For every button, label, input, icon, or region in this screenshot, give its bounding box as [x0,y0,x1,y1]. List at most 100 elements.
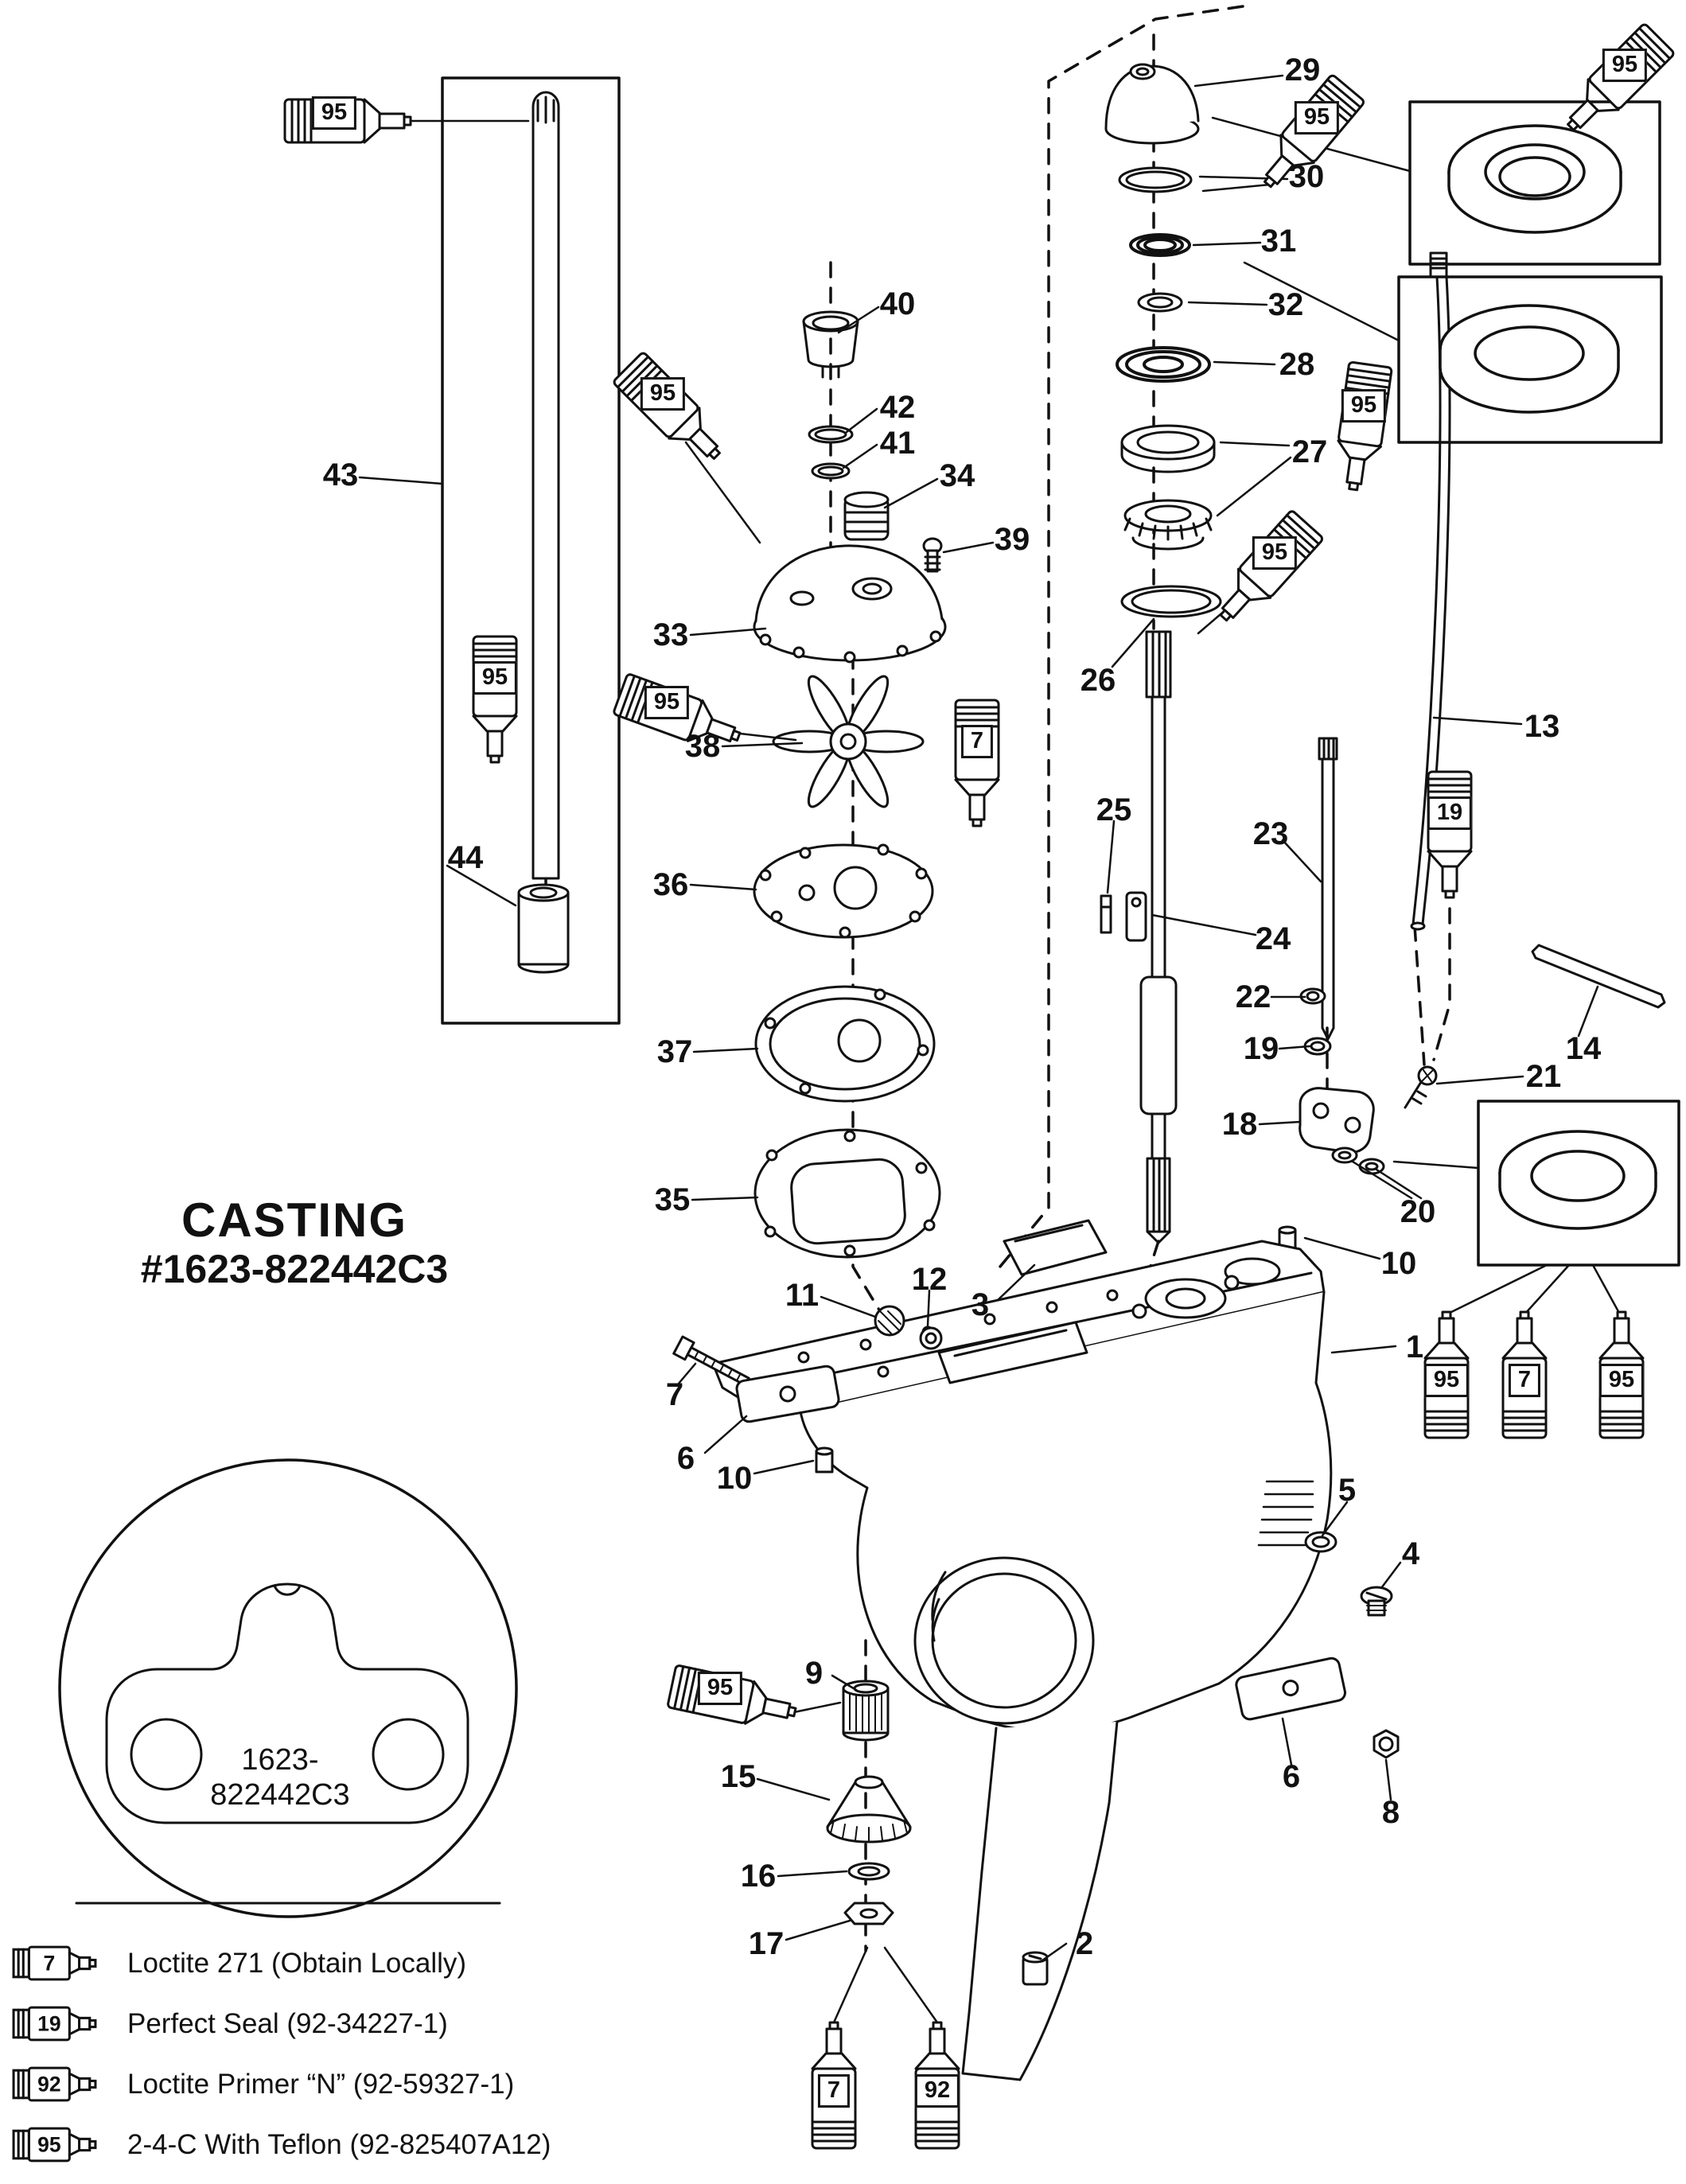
callout-35: 35 [654,1182,691,1217]
svg-text:19: 19 [37,2012,60,2036]
svg-text:7: 7 [44,1952,56,1976]
callout-27: 27 [1291,434,1328,469]
part-15-pinion-gear [826,1775,912,1843]
callout-42: 42 [879,390,916,425]
part-1-gear-housing [711,1240,1333,2081]
tube-label-95: 95 [1602,49,1648,82]
part-42-seal-ring [808,425,854,444]
leader-lines [358,74,1622,2024]
detail-casting-number-line1: 1623- [241,1743,318,1777]
casting-title-line1: CASTING [181,1193,407,1247]
part-17-pinion-nut [843,1902,894,1925]
tube-label-95: 95 [697,1672,743,1705]
callout-25: 25 [1096,792,1132,827]
part-2-plug [1022,1951,1049,1986]
callout-21: 21 [1525,1059,1562,1094]
part-11-plug-screw [874,1305,905,1337]
tube-label-95: 95 [311,96,357,130]
tube-label-92: 92 [914,2074,960,2108]
sealant-tube-icon: 95 [12,2127,97,2163]
legend-label: 2-4-C With Teflon (92-825407A12) [127,2128,551,2160]
water-pump-assembly [753,310,947,1259]
callout-43: 43 [322,457,359,492]
callout-44: 44 [447,840,484,875]
part-40-fitting [802,310,859,379]
part-33-water-pump-cover [753,544,947,664]
tube-label-95: 95 [1598,1364,1645,1397]
callout-30: 30 [1288,159,1325,194]
legend-row-7: 7 Loctite 271 (Obtain Locally) [11,1938,551,1988]
legend-row-92: 92 Loctite Primer “N” (92-59327-1) [11,2059,551,2109]
callout-41: 41 [879,426,916,461]
callout-12: 12 [911,1262,948,1297]
callout-17: 17 [748,1926,785,1961]
callout-19: 19 [1243,1031,1279,1066]
callout-23: 23 [1252,816,1289,851]
part-16-washer [847,1862,890,1881]
callout-4: 4 [1401,1536,1420,1571]
part-26-driveshaft [1139,630,1178,1244]
part-39-screw [922,537,943,573]
callout-32: 32 [1267,287,1304,322]
callout-24: 24 [1255,921,1291,956]
callout-31: 31 [1260,224,1297,259]
casting-title-line2: #1623-822442C3 [140,1247,449,1291]
part-35-gasket [753,1128,941,1259]
part-41-seal-ring [811,462,851,480]
part-9-roller-bearing [842,1680,890,1742]
part-6-anode-left [735,1365,840,1423]
part-14-rod [1531,944,1666,1009]
callout-36: 36 [652,867,689,902]
callout-18: 18 [1221,1107,1258,1142]
callout-20: 20 [1400,1194,1436,1229]
callout-26: 26 [1080,663,1116,698]
part-31-seal [1129,233,1191,257]
svg-text:92: 92 [37,2073,60,2096]
callout-6: 6 [1282,1759,1301,1794]
callout-5: 5 [1338,1473,1357,1508]
tube-label-95: 95 [644,686,690,719]
part-12-washer [919,1326,943,1350]
callout-14: 14 [1565,1031,1602,1066]
tube-label-7: 7 [960,725,994,758]
callout-16: 16 [740,1859,777,1894]
sealant-tube-icon: 7 [12,1945,97,1981]
part-10-dowel-pin-left [815,1446,834,1474]
callout-11: 11 [785,1278,820,1313]
part-18-shift-crank [1299,1087,1375,1154]
callout-34: 34 [939,458,975,493]
legend-row-95: 95 2-4-C With Teflon (92-825407A12) [11,2120,551,2170]
part-8-nut [1373,1729,1400,1759]
part-37-wear-plate [754,985,936,1103]
part-32-ring [1137,292,1183,313]
casting-title: CASTING #1623-822442C3 [84,1195,505,1293]
callout-22: 22 [1235,979,1271,1014]
part-24-shift-cam [1125,891,1147,942]
callout-1: 1 [1405,1329,1424,1365]
callout-28: 28 [1279,347,1315,382]
callout-10: 10 [716,1461,753,1496]
callout-40: 40 [879,286,916,321]
driveshaft-bearing-stack [1100,63,1666,1252]
tube-label-95: 95 [640,377,686,411]
part-23-shift-shaft [1318,737,1338,1041]
part-13-water-tube [1410,251,1451,931]
legend-label: Loctite Primer “N” (92-59327-1) [127,2068,515,2100]
part-27-bearing-cup [1120,424,1216,473]
callout-6: 6 [676,1441,695,1476]
part-6-anode-right [1235,1656,1346,1721]
callout-9: 9 [804,1656,824,1691]
sealant-tube-icon: 19 [12,2006,97,2042]
tube-label-95: 95 [1341,389,1387,422]
bearing-box-top [1408,100,1661,266]
callout-33: 33 [652,617,689,652]
legend-label: Loctite 271 (Obtain Locally) [127,1947,467,1979]
part-34-plug [843,491,890,541]
part-36-gasket [753,843,934,939]
callout-10: 10 [1380,1246,1417,1281]
bearing-box-middle [1397,275,1663,444]
callout-37: 37 [656,1034,693,1069]
